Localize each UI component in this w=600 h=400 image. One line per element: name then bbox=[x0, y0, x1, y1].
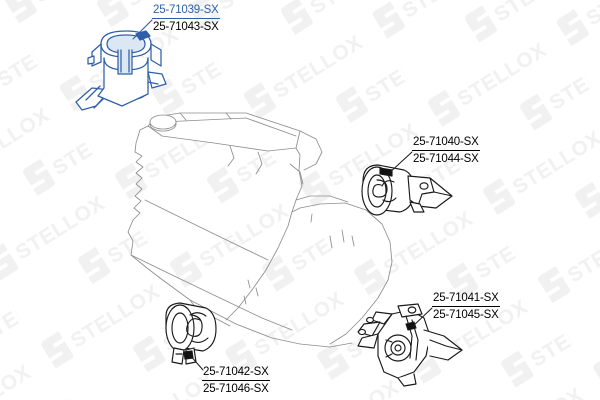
leader-lines bbox=[132, 19, 433, 371]
leader-line-bottom-right bbox=[411, 307, 433, 328]
part-number-primary[interactable]: 25-71042-SX bbox=[203, 366, 269, 378]
part-number-primary[interactable]: 25-71040-SX bbox=[413, 136, 479, 148]
label-group-bottom-left: 25-71042-SX 25-71046-SX bbox=[202, 365, 270, 396]
part-number-primary[interactable]: 25-71039-SX bbox=[153, 4, 219, 16]
engine-block-outline bbox=[127, 112, 393, 348]
part-number-secondary[interactable]: 25-71044-SX bbox=[413, 153, 479, 165]
label-divider bbox=[202, 380, 270, 381]
leader-line-top-left bbox=[132, 19, 153, 40]
part-number-secondary[interactable]: 25-71045-SX bbox=[433, 309, 499, 321]
label-divider bbox=[152, 18, 220, 19]
part-mount-right-bracket[interactable] bbox=[361, 164, 453, 216]
label-group-bottom-right: 25-71041-SX 25-71045-SX bbox=[432, 291, 500, 322]
part-number-secondary[interactable]: 25-71046-SX bbox=[203, 383, 269, 395]
part-mount-bushing[interactable] bbox=[165, 302, 217, 365]
leader-line-right-middle bbox=[386, 151, 413, 176]
part-mount-front-upper[interactable] bbox=[75, 30, 167, 111]
leader-line-bottom-left bbox=[188, 353, 204, 371]
part-mount-rear-bracket[interactable] bbox=[357, 303, 463, 387]
label-group-top-left: 25-71039-SX 25-71043-SX bbox=[152, 3, 220, 34]
label-group-right-middle: 25-71040-SX 25-71044-SX bbox=[412, 135, 480, 166]
label-divider bbox=[412, 150, 480, 151]
label-divider bbox=[432, 306, 500, 307]
part-number-secondary[interactable]: 25-71043-SX bbox=[153, 21, 219, 33]
part-number-primary[interactable]: 25-71041-SX bbox=[433, 292, 499, 304]
